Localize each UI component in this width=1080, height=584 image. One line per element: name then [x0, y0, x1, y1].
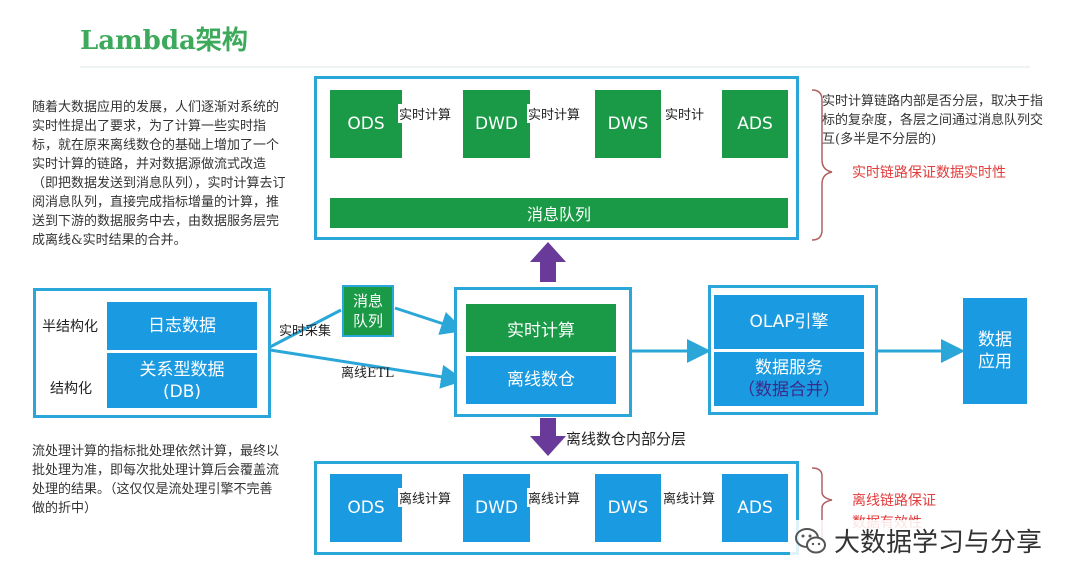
- realtime-compute-box: 实时计算: [466, 304, 616, 352]
- message-queue-bar: 消息队列: [330, 198, 788, 228]
- semi-structured-label: 半结构化: [42, 319, 98, 335]
- watermark-text: 大数据学习与分享: [834, 528, 1043, 558]
- rt-node-dws: DWS: [595, 90, 661, 158]
- structured-label: 结构化: [50, 381, 92, 397]
- rt-node-ads: ADS: [722, 90, 788, 158]
- rt-edge-label-2: 实时计算: [527, 104, 582, 123]
- mq-line1: 消息: [352, 292, 383, 310]
- intro-text: 随着大数据应用的发展，人们逐渐对系统的实时性提出了要求，为了计算一些实时指标，就…: [32, 100, 286, 248]
- off-edge-label-2: 离线计算: [527, 488, 582, 507]
- rt-node-dwd: DWD: [463, 90, 530, 158]
- page-title: Lambda架构: [80, 26, 248, 56]
- watermark: 大数据学习与分享: [790, 520, 1047, 561]
- wechat-icon: [795, 527, 826, 553]
- off-edge-label-3: 离线计算: [662, 488, 717, 507]
- data-app-box: 数据 应用: [963, 298, 1027, 404]
- data-service-line1: 数据服务: [755, 358, 823, 378]
- realtime-note: 实时计算链路内部是否分层，取决于指标的复杂度，各层之间通过消息队列交互(多半是不…: [822, 94, 1044, 147]
- offline-layers-label: 离线数仓内部分层: [566, 430, 687, 448]
- data-app-line1: 数据: [978, 330, 1012, 350]
- source-connectors: [269, 306, 465, 389]
- bottom-left-text: 流处理计算的指标批处理依然计算，最终以批处理为准，即每次批处理计算后会覆盖流处理…: [32, 444, 280, 516]
- rt-edge-label-1: 实时计算: [398, 104, 453, 123]
- offline-warehouse-box: 离线数仓: [466, 356, 616, 404]
- off-node-dws: DWS: [595, 474, 661, 542]
- off-edge-label-1: 离线计算: [398, 488, 453, 507]
- mq-small-box: 消息 队列: [342, 285, 394, 337]
- relational-db-box: 关系型数据 (DB): [107, 353, 257, 408]
- data-service-box: 数据服务 （数据合并）: [714, 352, 864, 406]
- big-up-arrow: [530, 242, 566, 282]
- data-service-line2: （数据合并）: [738, 380, 840, 400]
- big-down-arrow: [530, 418, 566, 456]
- realtime-collect-label: 实时采集: [279, 324, 332, 339]
- relational-db-line1: 关系型数据: [139, 359, 225, 380]
- off-node-ads: ADS: [722, 474, 788, 542]
- relational-db-line2: (DB): [162, 381, 202, 402]
- log-data-box: 日志数据: [107, 302, 257, 350]
- mq-line2: 队列: [352, 312, 383, 330]
- realtime-brace: [811, 89, 833, 241]
- offline-brace-label-1: 离线链路保证: [852, 493, 936, 509]
- off-node-dwd: DWD: [463, 474, 530, 542]
- data-app-line2: 应用: [978, 352, 1012, 372]
- rt-node-ods: ODS: [330, 90, 402, 158]
- off-node-ods: ODS: [330, 474, 402, 542]
- realtime-brace-label: 实时链路保证数据实时性: [852, 165, 1006, 181]
- rt-edge-label-3: 实时计: [664, 104, 706, 123]
- olap-engine-box: OLAP引擎: [714, 295, 864, 349]
- offline-etl-label: 离线ETL: [341, 366, 394, 381]
- title-divider: [80, 66, 1030, 68]
